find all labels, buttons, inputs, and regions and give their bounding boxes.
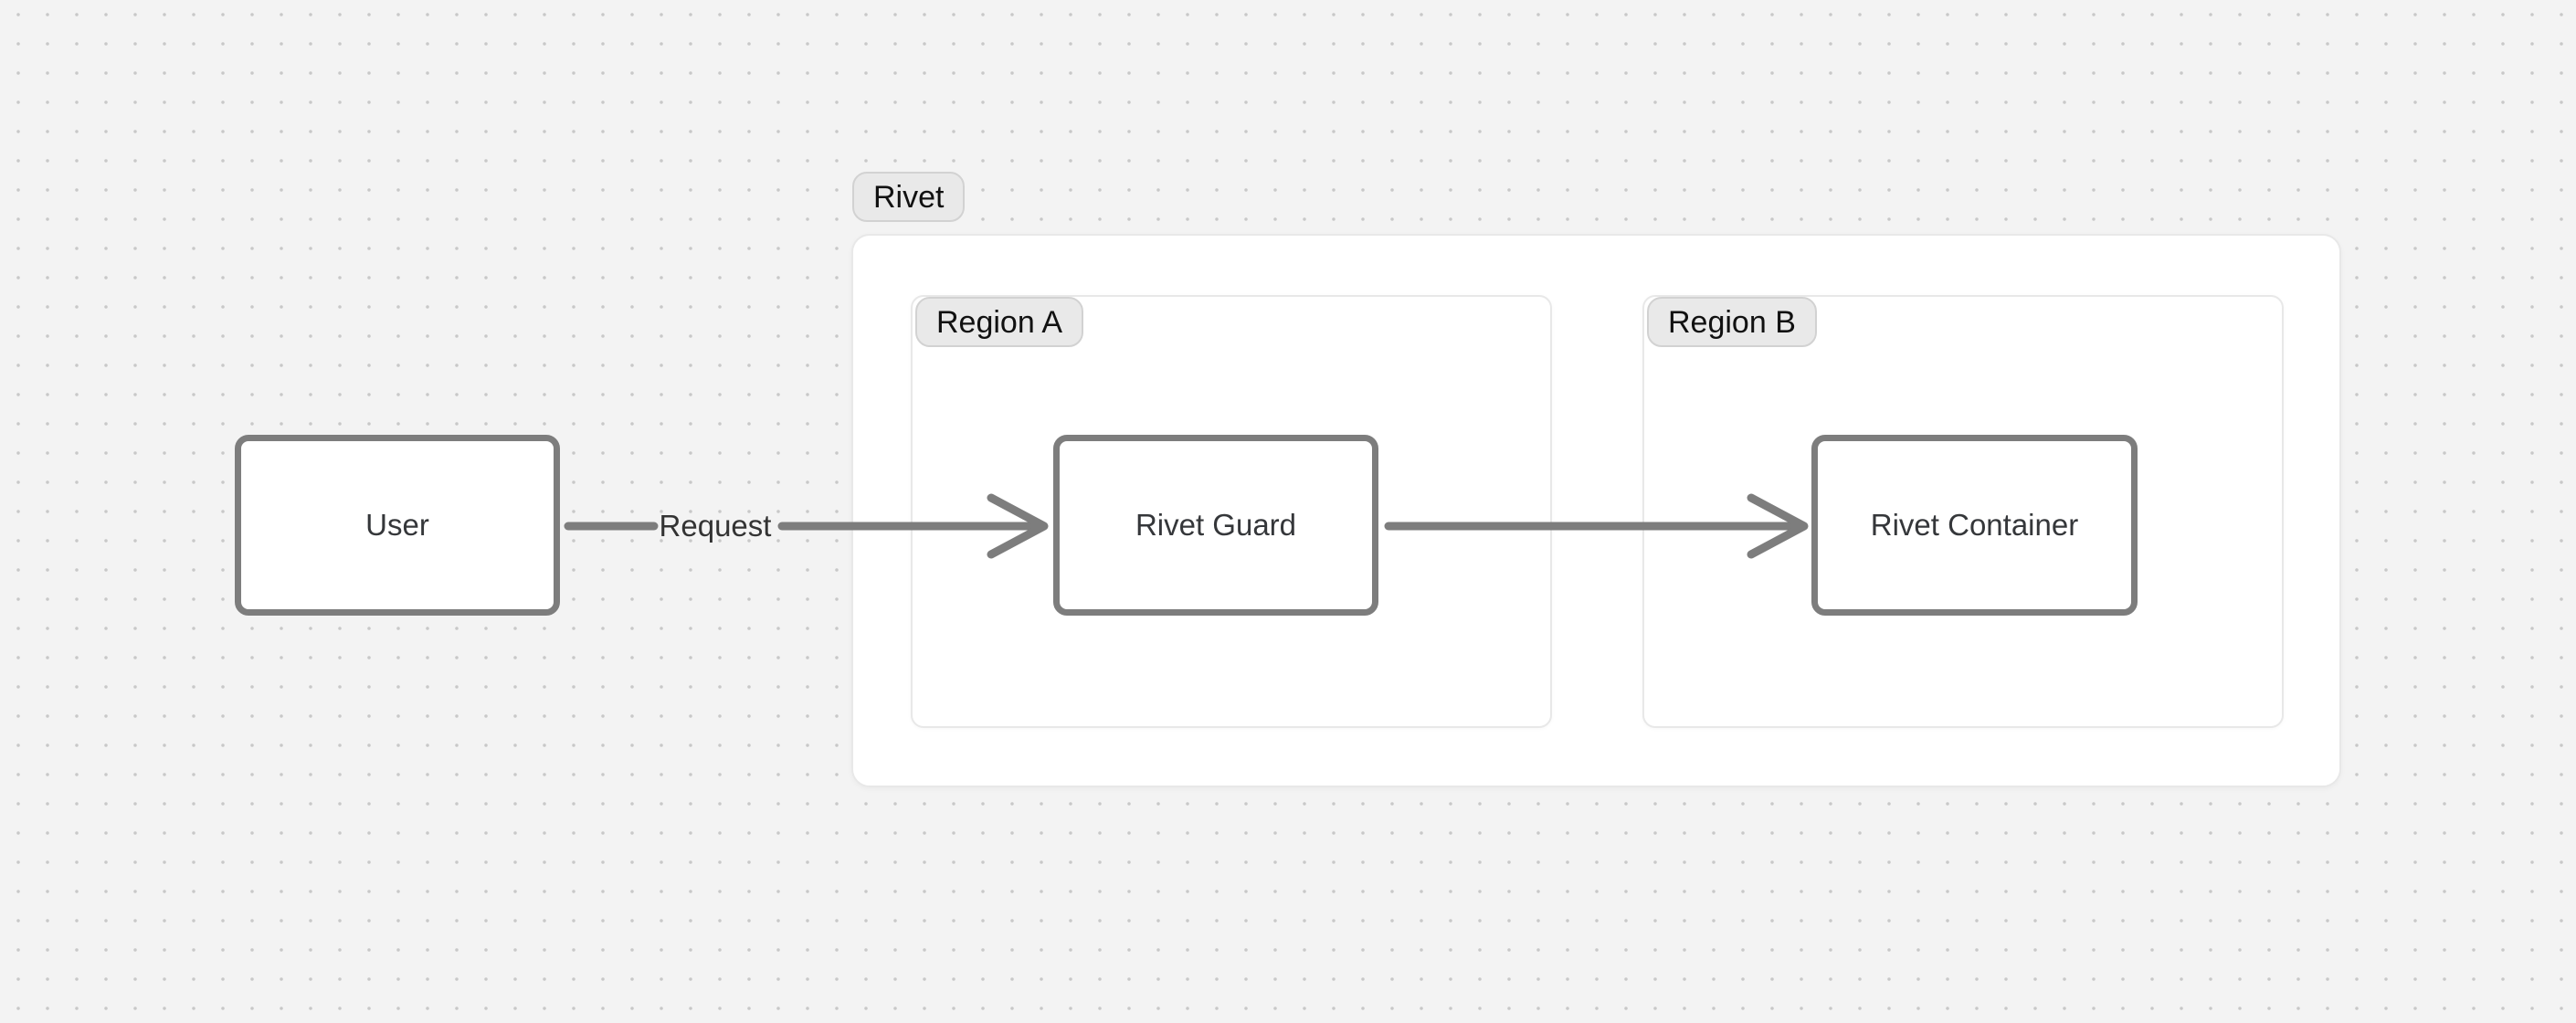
arrowhead-icon <box>987 493 1049 559</box>
node-user-label: User <box>365 508 429 542</box>
node-rivet-container: Rivet Container <box>1811 435 2138 616</box>
node-user: User <box>235 435 560 616</box>
group-label-rivet: Rivet <box>852 172 966 222</box>
edge-rivet-guard-to-rivet-container <box>1384 493 1809 559</box>
group-label-region-b: Region B <box>1647 297 1817 347</box>
edge-user-to-rivet-guard <box>564 493 1049 559</box>
node-rivet-guard-label: Rivet Guard <box>1135 508 1297 542</box>
group-label-region-a: Region A <box>915 297 1083 347</box>
arrowhead-icon <box>1747 493 1809 559</box>
node-rivet-guard: Rivet Guard <box>1053 435 1378 616</box>
edge-label-request: Request <box>659 509 772 543</box>
node-rivet-container-label: Rivet Container <box>1870 508 2079 542</box>
